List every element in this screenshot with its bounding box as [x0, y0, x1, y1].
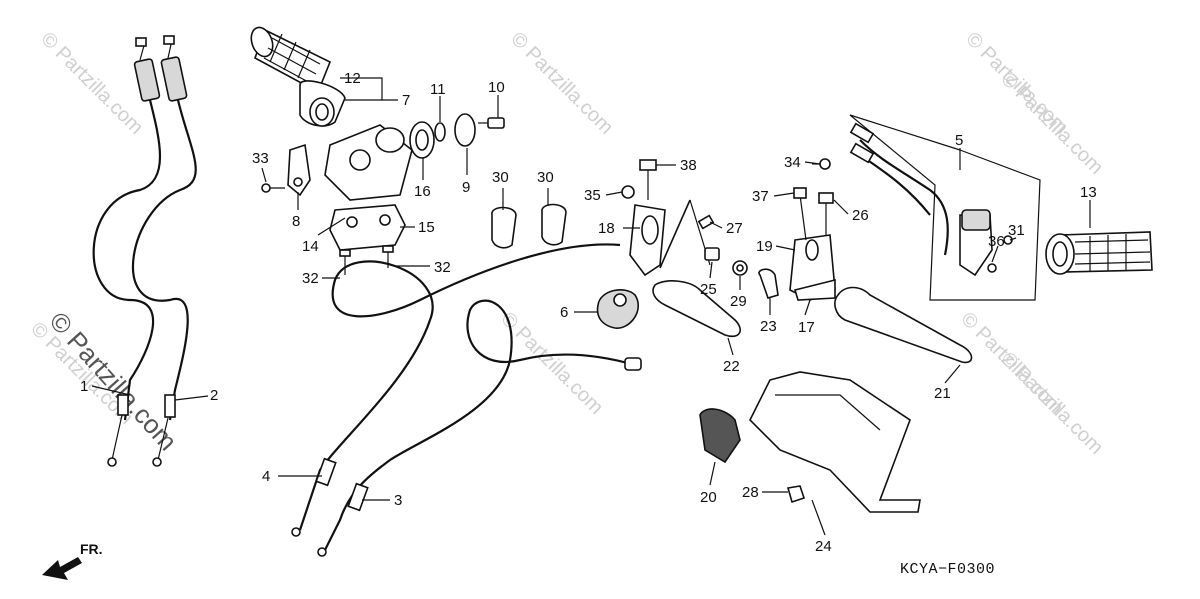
callout-29: 29 [730, 293, 747, 310]
leader-lines [91, 77, 1091, 536]
hand-guard [699, 371, 921, 513]
callout-13: 13 [1080, 184, 1097, 201]
callout-30b: 30 [537, 169, 554, 186]
clutch-cable [291, 243, 642, 557]
front-label: FR. [80, 541, 103, 557]
callout-25: 25 [700, 281, 717, 298]
callout-12: 12 [344, 70, 361, 87]
throttle-cables [92, 35, 197, 467]
watermark: © Partzilla.com [36, 28, 147, 139]
watermark: © Partzilla.com [996, 68, 1107, 179]
callout-18: 18 [598, 220, 615, 237]
watermark: © Partzilla.com [996, 348, 1107, 459]
callout-33: 33 [252, 150, 269, 167]
callout-10: 10 [488, 79, 505, 96]
callout-4: 4 [262, 468, 270, 485]
throttle-grip [250, 26, 346, 127]
band-clamps [491, 203, 567, 249]
switch-assembly [849, 114, 1041, 301]
callout-26: 26 [852, 207, 869, 224]
callout-28: 28 [742, 484, 759, 501]
callout-31: 31 [1008, 222, 1025, 239]
callout-36: 36 [988, 233, 1005, 250]
callout-37: 37 [752, 188, 769, 205]
callout-20: 20 [700, 489, 717, 506]
hot-start-lever [596, 289, 639, 329]
callout-32b: 32 [434, 259, 451, 276]
callout-27: 27 [726, 220, 743, 237]
callout-38: 38 [680, 157, 697, 174]
callout-labels: 1 2 3 4 5 6 7 8 9 10 11 12 13 14 15 16 1… [80, 70, 1097, 555]
callout-23: 23 [760, 318, 777, 335]
callout-6: 6 [560, 304, 568, 321]
left-grip [1045, 231, 1153, 275]
callout-21: 21 [934, 385, 951, 402]
watermark: © Partzilla.com [506, 28, 617, 139]
diagram-code: KCYA−F0300 [900, 561, 995, 578]
callout-19: 19 [756, 238, 773, 255]
clutch-lever-assembly [621, 159, 779, 338]
callout-34: 34 [784, 154, 801, 171]
callout-1: 1 [80, 378, 88, 395]
callout-11: 11 [430, 81, 446, 98]
callout-9: 9 [462, 179, 470, 196]
front-arrow-icon: FR. [42, 541, 103, 580]
callout-15: 15 [418, 219, 435, 236]
brake-lever [834, 286, 973, 364]
callout-24: 24 [815, 538, 832, 555]
callout-7: 7 [402, 92, 410, 109]
throttle-housing [261, 113, 505, 275]
callout-32a: 32 [302, 270, 319, 287]
callout-14: 14 [302, 238, 319, 255]
watermark: © Partzilla.com [496, 308, 607, 419]
callout-8: 8 [292, 213, 300, 230]
callout-35: 35 [584, 187, 601, 204]
callout-30a: 30 [492, 169, 509, 186]
callout-2: 2 [210, 387, 218, 404]
brake-lever-holder [789, 158, 836, 301]
watermark-large: © Partzilla.com [44, 306, 184, 456]
callout-16: 16 [414, 183, 431, 200]
callout-17: 17 [798, 319, 815, 336]
callout-5: 5 [955, 132, 963, 149]
callout-22: 22 [723, 358, 740, 375]
callout-3: 3 [394, 492, 402, 509]
